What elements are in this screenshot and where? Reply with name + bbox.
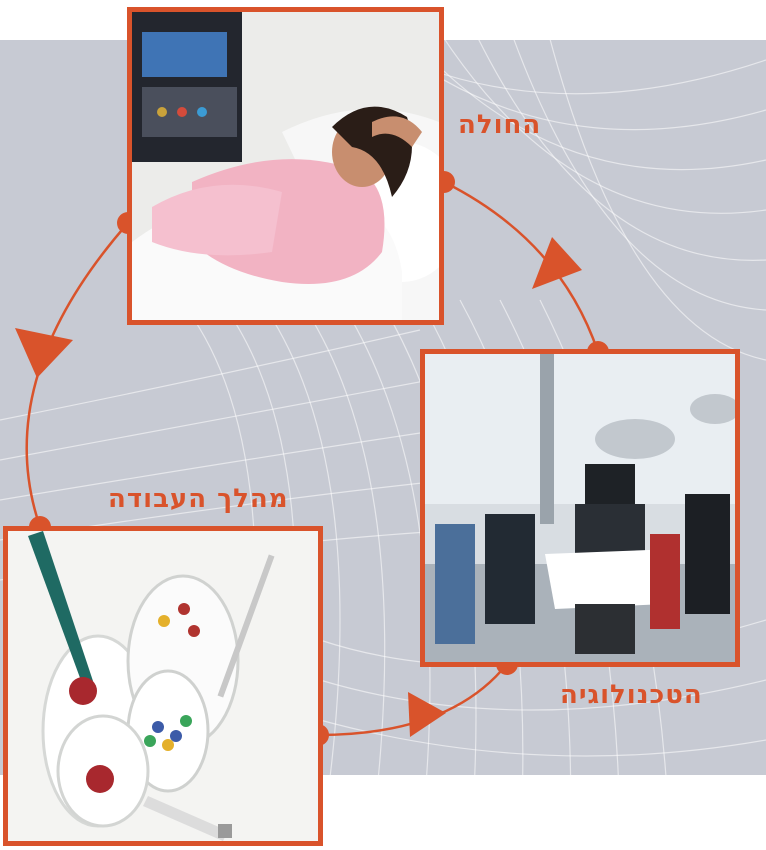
label-workflow: מהלך העבודה xyxy=(108,484,289,514)
arc-patient-to-technology xyxy=(443,180,600,353)
arrowhead xyxy=(15,328,73,378)
arrowhead xyxy=(532,237,582,289)
patient-photo xyxy=(127,7,444,325)
operating-room-photo xyxy=(420,349,740,667)
label-technology: הטכנולוגיה xyxy=(560,680,703,710)
medicine-glasses-photo xyxy=(3,526,323,846)
arc-workflow-to-patient xyxy=(25,222,129,528)
arrowhead xyxy=(408,692,446,737)
label-patient: החולה xyxy=(458,110,542,140)
